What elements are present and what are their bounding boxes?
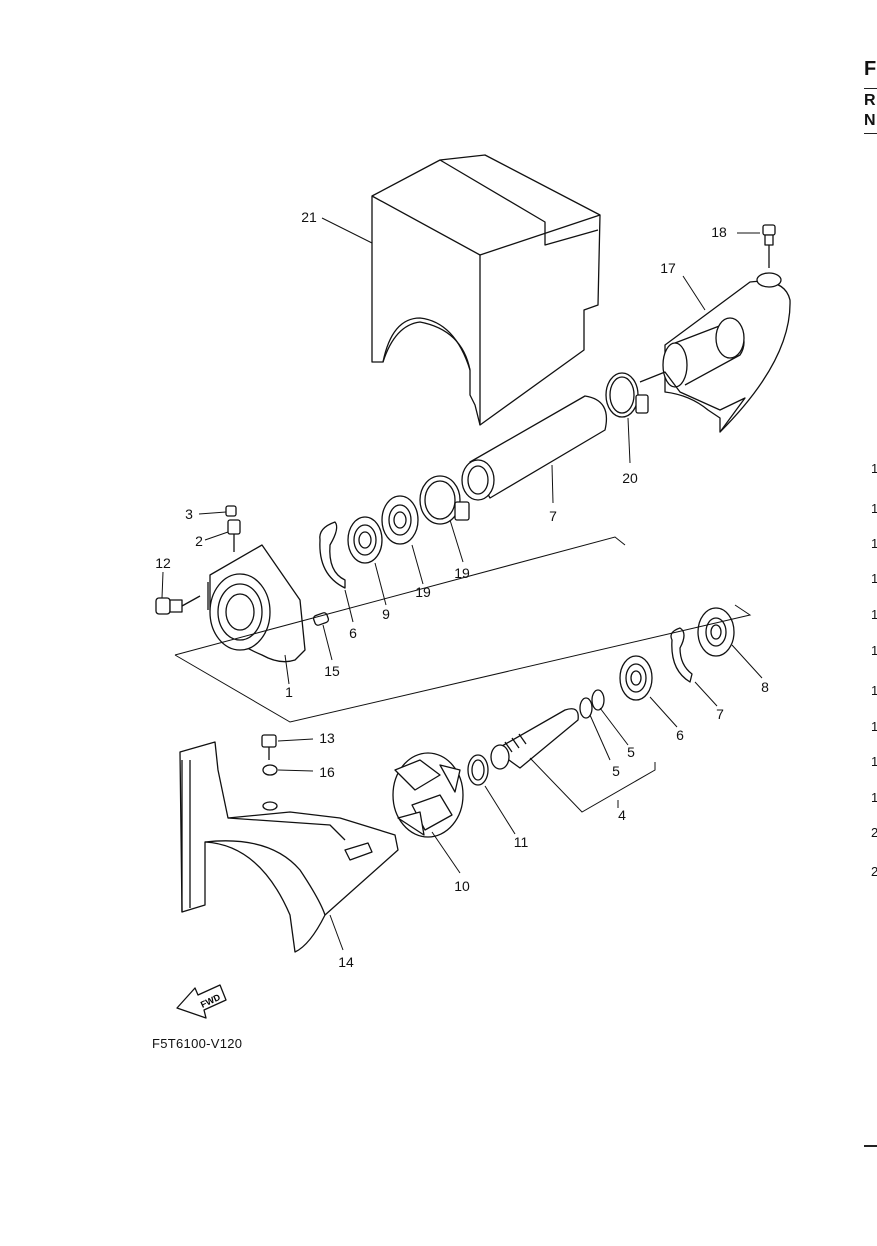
edge-header-letter: R bbox=[864, 92, 876, 109]
part-20-hose bbox=[461, 395, 608, 501]
part-12-plug bbox=[155, 595, 201, 615]
part-number-label: 2 bbox=[195, 533, 203, 549]
part-7-circlip bbox=[319, 521, 346, 589]
edge-row-digit: 1 bbox=[871, 536, 877, 551]
part-15-pin bbox=[312, 612, 330, 626]
part-19-clamp-upper bbox=[605, 372, 649, 418]
part-number-label: 21 bbox=[301, 209, 317, 225]
header-rule bbox=[864, 133, 877, 134]
part-number-label: 5 bbox=[612, 763, 620, 779]
part-16-washer bbox=[262, 764, 278, 776]
part-number-label: 4 bbox=[618, 807, 626, 823]
header-rule bbox=[864, 88, 877, 89]
part-number-label: 7 bbox=[716, 706, 724, 722]
part-number-label: 6 bbox=[676, 727, 684, 743]
part-number-label: 20 bbox=[622, 470, 638, 486]
part-5-o-rings bbox=[579, 689, 605, 719]
part-number-label: 1 bbox=[285, 684, 293, 700]
edge-row-digit: 1 bbox=[871, 643, 877, 658]
edge-row-digit: 1 bbox=[871, 790, 877, 805]
edge-row-digit: 2 bbox=[871, 825, 877, 840]
edge-row-digit: 1 bbox=[871, 571, 877, 586]
part-1-housing bbox=[207, 544, 306, 663]
part-7-circlip-right bbox=[670, 627, 693, 683]
part-number-label: 3 bbox=[185, 506, 193, 522]
part-19-clamp-lower bbox=[419, 475, 470, 525]
part-6-bearing bbox=[347, 516, 383, 564]
footer-rule bbox=[864, 1145, 877, 1147]
part-number-label: 18 bbox=[711, 224, 727, 240]
leader-lines bbox=[161, 217, 763, 951]
edge-header-letter: F bbox=[864, 58, 877, 80]
edge-row-digit: 1 bbox=[871, 754, 877, 769]
part-8-bearing bbox=[697, 607, 735, 657]
part-14-duct bbox=[179, 741, 399, 953]
part-6-bearing-right bbox=[619, 655, 653, 701]
part-number-label: 6 bbox=[349, 625, 357, 641]
part-2-nipple bbox=[227, 519, 241, 552]
edge-header-letter: N bbox=[864, 112, 876, 129]
part-number-label: 14 bbox=[338, 954, 354, 970]
part-number-label: 13 bbox=[319, 730, 335, 746]
part-number-label: 15 bbox=[324, 663, 340, 679]
edge-row-digit: 1 bbox=[871, 607, 877, 622]
edge-row-digit: 1 bbox=[871, 461, 877, 476]
part-number-label: 7 bbox=[549, 508, 557, 524]
part-number-label: 16 bbox=[319, 764, 335, 780]
part-number-label: 5 bbox=[627, 744, 635, 760]
edge-row-digit: 1 bbox=[871, 683, 877, 698]
drawing-code: F5T6100-V120 bbox=[152, 1036, 243, 1051]
part-number-label: 9 bbox=[382, 606, 390, 622]
part-3-cap bbox=[225, 505, 237, 517]
fwd-arrow-icon bbox=[176, 984, 227, 1019]
part-number-label: 11 bbox=[514, 834, 529, 850]
edge-row-digit: 1 bbox=[871, 719, 877, 734]
part-17-nozzle bbox=[639, 272, 791, 433]
part-18-bolt bbox=[762, 224, 776, 268]
part-21-cover bbox=[371, 154, 601, 426]
part-11-washer bbox=[467, 754, 489, 786]
edge-row-digit: 2 bbox=[871, 864, 877, 879]
part-10-impeller bbox=[392, 752, 464, 838]
edge-row-digit: 1 bbox=[871, 501, 877, 516]
part-13-bolt bbox=[261, 734, 277, 760]
part-9-bearing bbox=[381, 495, 419, 545]
part-number-label: 19 bbox=[415, 584, 431, 600]
part-number-label: 10 bbox=[454, 878, 470, 894]
part-number-label: 8 bbox=[761, 679, 769, 695]
part-4-shaft bbox=[490, 708, 579, 770]
part-number-label: 12 bbox=[155, 555, 171, 571]
part-number-label: 19 bbox=[454, 565, 470, 581]
part-number-label: 17 bbox=[660, 260, 676, 276]
